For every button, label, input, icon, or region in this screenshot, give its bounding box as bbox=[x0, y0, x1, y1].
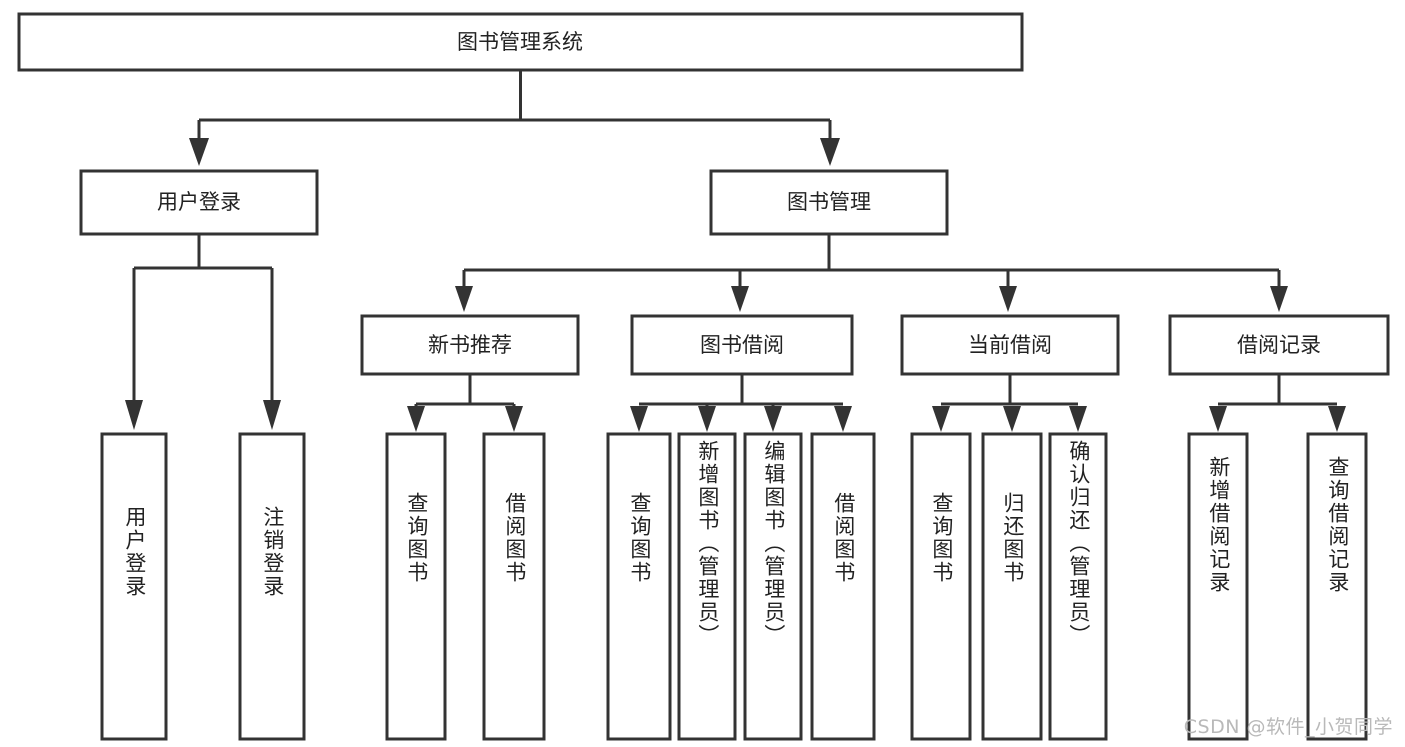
arrowhead-user-leaf2 bbox=[263, 400, 281, 430]
leaf-box-confirm-return-admin[interactable] bbox=[1048, 432, 1108, 741]
arrowhead-borrow-l2 bbox=[698, 406, 716, 432]
node-new-book-recommend-label: 新书推荐 bbox=[428, 333, 512, 357]
leaf-box-return-book[interactable] bbox=[981, 432, 1043, 741]
arrowhead-record-l2 bbox=[1328, 406, 1346, 432]
node-book-management[interactable]: 图书管理 bbox=[709, 169, 949, 236]
arrowhead-current-l1 bbox=[932, 406, 950, 432]
arrowhead-book-c4 bbox=[1270, 286, 1288, 312]
node-root-rect[interactable] bbox=[17, 12, 1024, 72]
leaf-box-query-book-borrow[interactable] bbox=[606, 432, 672, 741]
arrowhead-root-to-user bbox=[189, 138, 209, 166]
node-borrow-record[interactable]: 借阅记录 bbox=[1168, 314, 1390, 376]
leaf-box-query-borrow-record[interactable] bbox=[1306, 432, 1368, 741]
node-layer: 图书管理系统 用户登录 图书管理 新书推荐 图书借阅 当前 bbox=[17, 12, 1390, 741]
node-book-management-rect[interactable] bbox=[709, 169, 949, 236]
node-user-login-label: 用户登录 bbox=[157, 190, 241, 214]
node-user-login-rect[interactable] bbox=[79, 169, 319, 236]
arrowhead-borrow-l1 bbox=[630, 406, 648, 432]
arrowhead-root-to-book bbox=[820, 138, 840, 166]
arrowhead-current-l3 bbox=[1069, 406, 1087, 432]
arrowhead-newbook-l2 bbox=[505, 406, 523, 432]
connector-layer bbox=[125, 70, 1346, 432]
node-new-book-recommend-rect[interactable] bbox=[360, 314, 580, 376]
arrowhead-borrow-l3 bbox=[764, 406, 782, 432]
leaf-box-user-login[interactable] bbox=[100, 432, 168, 741]
node-new-book-recommend[interactable]: 新书推荐 bbox=[360, 314, 580, 376]
node-book-borrow-rect[interactable] bbox=[630, 314, 854, 376]
node-current-borrow-rect[interactable] bbox=[900, 314, 1120, 376]
arrowhead-book-c1 bbox=[455, 286, 473, 312]
arrowhead-current-l2 bbox=[1003, 406, 1021, 432]
node-root[interactable]: 图书管理系统 bbox=[17, 12, 1024, 72]
node-user-login[interactable]: 用户登录 bbox=[79, 169, 319, 236]
leaf-box-borrow-book[interactable] bbox=[810, 432, 876, 741]
arrowhead-user-leaf1 bbox=[125, 400, 143, 430]
leaf-box-add-borrow-record[interactable] bbox=[1187, 432, 1249, 741]
node-book-borrow-label: 图书借阅 bbox=[700, 333, 784, 357]
node-book-management-label: 图书管理 bbox=[787, 190, 871, 214]
leaf-box-query-book-new[interactable] bbox=[385, 432, 447, 741]
node-borrow-record-label: 借阅记录 bbox=[1237, 333, 1321, 357]
leaf-box-edit-book-admin[interactable] bbox=[743, 432, 803, 741]
node-borrow-record-rect[interactable] bbox=[1168, 314, 1390, 376]
arrowhead-book-c3 bbox=[999, 286, 1017, 312]
arrowhead-book-c2 bbox=[731, 286, 749, 312]
node-current-borrow[interactable]: 当前借阅 bbox=[900, 314, 1120, 376]
node-root-label: 图书管理系统 bbox=[457, 30, 583, 54]
node-book-borrow[interactable]: 图书借阅 bbox=[630, 314, 854, 376]
arrowhead-newbook-l1 bbox=[407, 406, 425, 432]
leaf-box-user-logout[interactable] bbox=[238, 432, 306, 741]
node-current-borrow-label: 当前借阅 bbox=[968, 333, 1052, 357]
arrowhead-record-l1 bbox=[1209, 406, 1227, 432]
csdn-watermark: CSDN @软件_小贺同学 bbox=[1183, 716, 1393, 738]
leaf-box-query-book-current[interactable] bbox=[910, 432, 972, 741]
arrowhead-borrow-l4 bbox=[834, 406, 852, 432]
leaf-box-borrow-book-new[interactable] bbox=[482, 432, 546, 741]
leaf-box-add-book-admin[interactable] bbox=[677, 432, 737, 741]
